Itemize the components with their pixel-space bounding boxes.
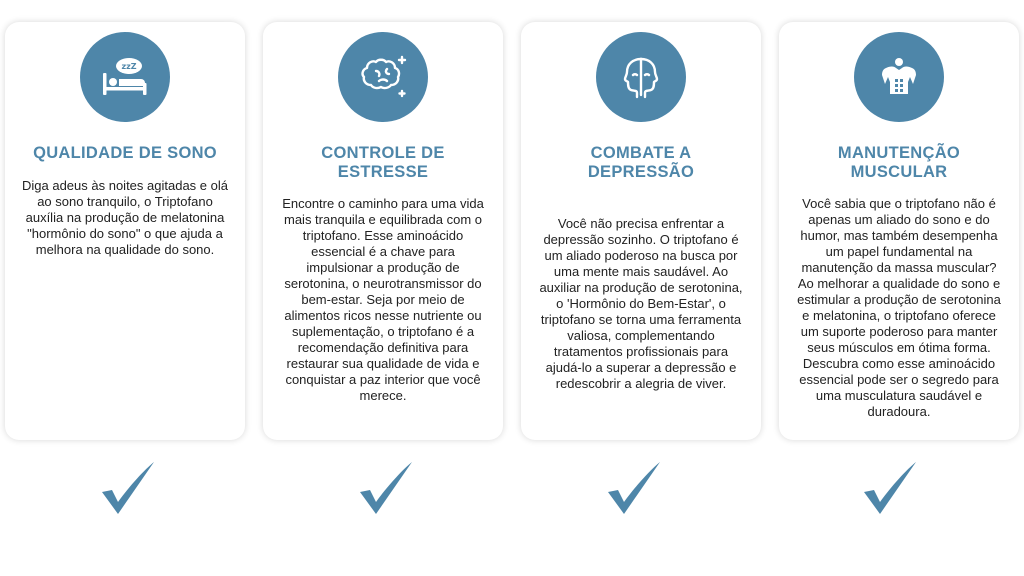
brain-sparkle-icon xyxy=(338,32,428,122)
svg-text:zzZ: zzZ xyxy=(121,62,136,71)
benefit-card-depression: COMBATE A DEPRESSÃO Você não precisa enf… xyxy=(521,22,761,440)
muscle-torso-icon xyxy=(854,32,944,122)
benefit-card-stress: CONTROLE DE ESTRESSE Encontre o caminho … xyxy=(263,22,503,440)
benefit-card-sleep: zzZ QUALIDADE DE SONO Diga adeus às noit… xyxy=(5,22,245,440)
card-description: Encontre o caminho para uma vida mais tr… xyxy=(282,196,484,403)
checkmark-icon xyxy=(608,462,660,514)
two-faces-icon xyxy=(596,32,686,122)
card-title: CONTROLE DE ESTRESSE xyxy=(321,144,445,181)
benefit-card-muscle: MANUTENÇÃO MUSCULAR Você sabia que o tri… xyxy=(779,22,1019,440)
checkmark-icon xyxy=(864,462,916,514)
card-title: QUALIDADE DE SONO xyxy=(33,144,217,162)
card-description: Diga adeus às noites agitadas e olá ao s… xyxy=(22,178,228,257)
card-description: Você não precisa enfrentar a depressão s… xyxy=(539,216,743,391)
checkmark-icon xyxy=(102,462,154,514)
checkmark-icon xyxy=(360,462,412,514)
card-description: Você sabia que o triptofano não é apenas… xyxy=(797,196,1001,419)
sleeping-bed-icon: zzZ xyxy=(80,32,170,122)
card-title: COMBATE A DEPRESSÃO xyxy=(587,144,695,181)
card-title: MANUTENÇÃO MUSCULAR xyxy=(837,144,961,181)
